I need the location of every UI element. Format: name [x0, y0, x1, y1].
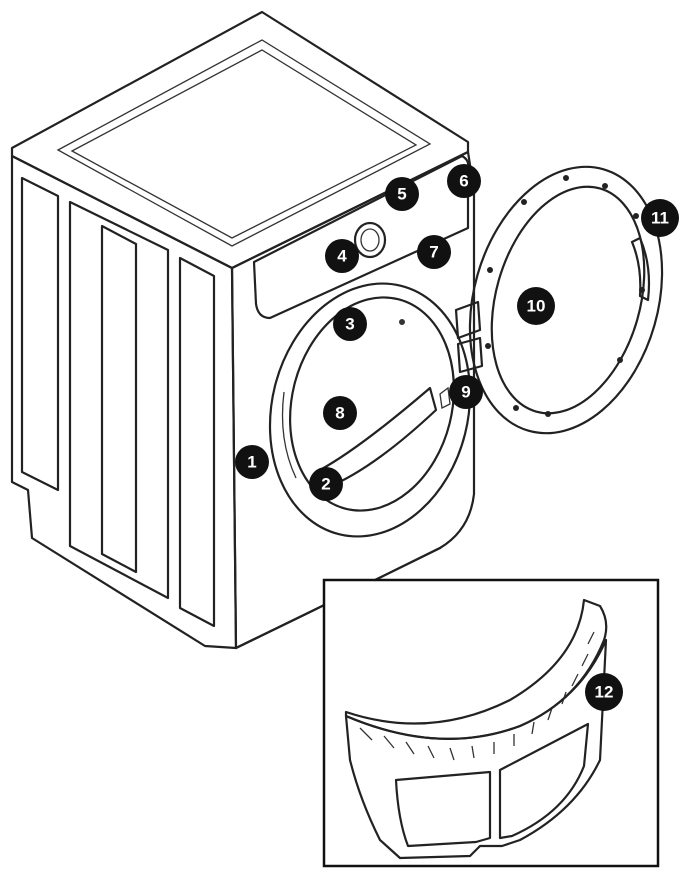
callout-label-11: 11: [651, 209, 669, 228]
side-rib-2: [68, 200, 170, 600]
door-ring-screws: [485, 175, 645, 417]
callout-5: 5: [385, 177, 419, 211]
side-rib-1: [20, 176, 60, 492]
callout-11: 11: [641, 199, 679, 237]
callout-8: 8: [323, 396, 357, 430]
control-panel: [252, 154, 470, 320]
door-seal-left: [281, 391, 297, 479]
control-knob-ring: [360, 228, 380, 252]
door-hinge-top: [454, 300, 482, 340]
door-opening-outer: [268, 282, 472, 538]
door-ring: [468, 165, 664, 435]
door-latch: [439, 386, 451, 409]
filter-mesh-right: [498, 722, 590, 840]
dryer-door: [454, 165, 664, 435]
side-rib-3: [178, 256, 216, 628]
drum-light: [399, 319, 405, 325]
filter-body: [344, 638, 608, 860]
callout-label-8: 8: [335, 404, 344, 423]
callout-label-6: 6: [459, 172, 468, 191]
callout-label-5: 5: [397, 185, 406, 204]
door-hinge-bottom: [456, 336, 484, 374]
callout-label-2: 2: [321, 475, 330, 494]
callout-10: 10: [517, 287, 555, 325]
callout-label-12: 12: [595, 683, 614, 702]
callout-6: 6: [447, 164, 481, 198]
cabinet-top-panel-inner: [70, 49, 418, 239]
callout-label-7: 7: [429, 243, 438, 262]
filter-mesh-left: [394, 770, 492, 848]
side-rib-2-inner: [100, 224, 138, 574]
callout-label-10: 10: [527, 297, 546, 316]
door-handle: [630, 236, 651, 302]
door-opening-inner: [288, 296, 456, 512]
callout-4: 4: [325, 239, 359, 273]
cabinet-top-panel: [56, 39, 432, 247]
dryer-cabinet: [10, 10, 476, 650]
cabinet-base: [234, 546, 442, 650]
callout-label-3: 3: [345, 315, 354, 334]
door-glass: [490, 185, 646, 415]
control-knob: [353, 221, 387, 259]
callout-label-1: 1: [247, 453, 256, 472]
cabinet-front: [230, 150, 476, 650]
lint-filter-slot: [318, 386, 438, 490]
lint-filter-inset: [322, 578, 660, 868]
callout-2: 2: [309, 467, 343, 501]
callout-label-4: 4: [337, 247, 347, 266]
callout-7: 7: [417, 235, 451, 269]
callout-label-9: 9: [461, 383, 470, 402]
callout-1: 1: [235, 445, 269, 479]
callout-9: 9: [449, 375, 483, 409]
cabinet-top: [10, 10, 470, 270]
callout-3: 3: [333, 307, 367, 341]
callout-12: 12: [585, 673, 623, 711]
